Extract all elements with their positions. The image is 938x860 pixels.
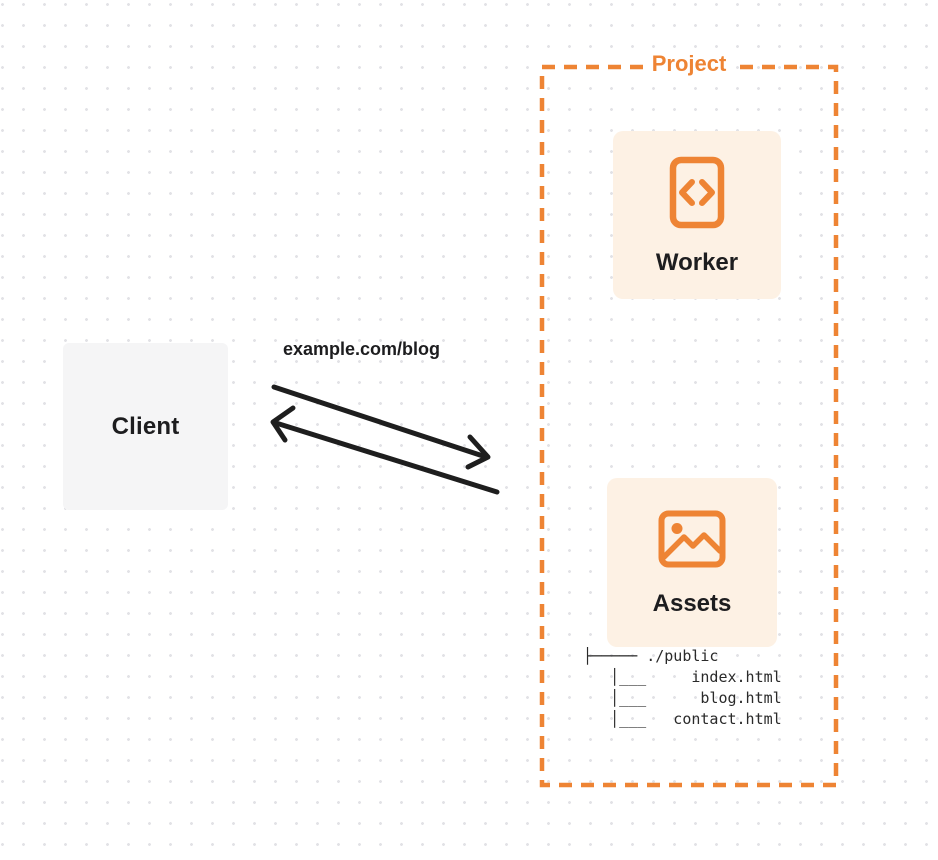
assets-label: Assets <box>652 589 732 617</box>
client-node: Client <box>63 343 228 510</box>
worker-node: Worker <box>613 131 781 299</box>
request-url-label: example.com/blog <box>283 339 441 359</box>
project-label: Project <box>642 51 736 77</box>
worker-label: Worker <box>655 248 739 276</box>
image-icon <box>658 510 726 567</box>
code-icon <box>669 156 725 228</box>
response-arrow <box>270 405 500 495</box>
file-tree: ├───── ./public │___ index.html │___ blo… <box>583 647 782 728</box>
project-title-wrap: Project <box>540 51 838 77</box>
client-label: Client <box>111 412 180 440</box>
assets-node: Assets <box>607 478 777 647</box>
request-arrow <box>271 384 491 470</box>
